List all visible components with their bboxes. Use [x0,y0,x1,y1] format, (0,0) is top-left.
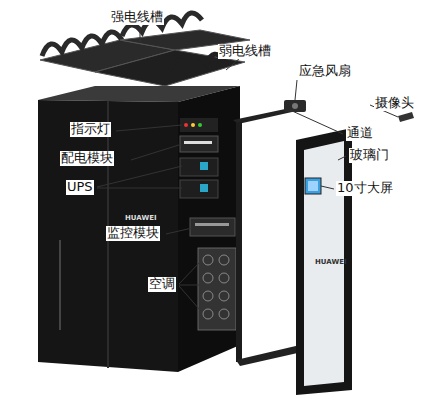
part-label: 指示灯 [70,122,111,137]
part-label: UPS [66,180,94,195]
part-label: 应急风扇 [298,64,352,79]
part-label: 通道 [346,126,374,141]
part-label: 弱电线槽 [218,44,272,59]
part-label: 空调 [148,277,176,292]
part-label: 摄像头 [374,96,415,111]
brand-logo: HUAWEI [314,258,348,266]
brand-logo: HUAWEI [124,214,158,222]
part-label: 强电线槽 [110,10,164,25]
part-label: 监控模块 [106,226,160,241]
part-label: 配电模块 [60,151,114,166]
part-label: 玻璃门 [349,148,390,163]
part-label: 10寸大屏 [336,181,394,196]
